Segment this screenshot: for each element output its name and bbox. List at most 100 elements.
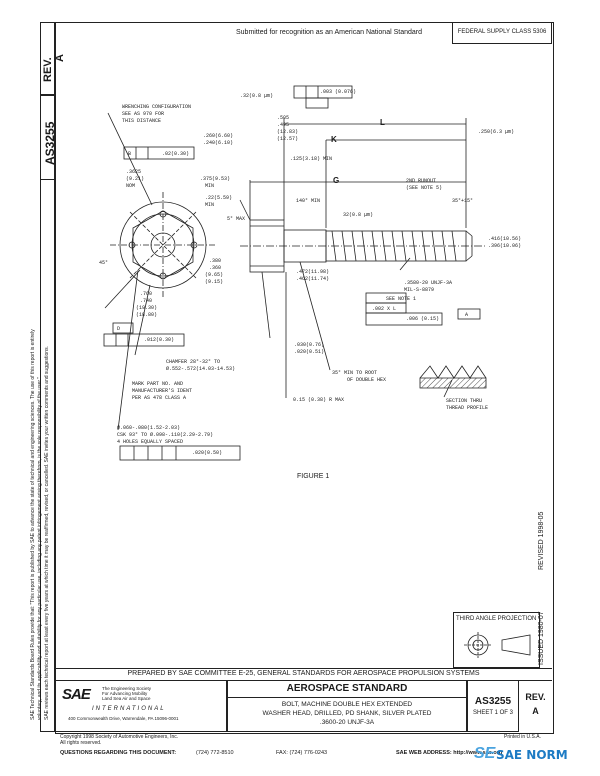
dim-965: (9.65)	[205, 272, 224, 278]
dim-3625: .3625	[126, 169, 142, 175]
root-note-1: 35° MIN TO ROOT	[332, 370, 378, 376]
submitted-notice: Submitted for recognition as an American…	[236, 29, 422, 36]
runout-note-2: (SEE NOTE 5)	[406, 185, 443, 191]
hole-note-3: 4 HOLES EQUALLY SPACED	[117, 439, 184, 445]
radius-note: 0.15 (0.38) R MAX	[293, 397, 345, 403]
dim-1880: (18.80)	[136, 312, 158, 318]
rights: All rights reserved.	[60, 740, 102, 746]
sheet-number: SHEET 1 OF 3	[473, 710, 513, 716]
position-tol: .020(0.50)	[192, 450, 223, 456]
dim-416: .416(10.56)	[488, 236, 522, 242]
dim-260: .260(6.60)	[203, 133, 234, 139]
datum-d: D	[117, 326, 121, 332]
dim-740: .740	[140, 298, 153, 304]
chamfer-note-1: CHAMFER 28°-32° TO	[166, 359, 221, 365]
sidebar-doc-box	[40, 95, 55, 180]
wrenching-config-3: THIS DISTANCE	[122, 118, 162, 124]
marking-note-3: PER AS 478 CLASS A	[132, 395, 187, 401]
dim-915: (9.15)	[205, 279, 224, 285]
projection-box	[453, 612, 540, 668]
part-title-line-1: BOLT, MACHINE DOUBLE HEX EXTENDED	[281, 701, 413, 708]
datum-b: B	[128, 151, 132, 157]
fcf-012: .012(0.30)	[144, 337, 175, 343]
sae-international: INTERNATIONAL	[92, 706, 166, 712]
dim-1257: (12.57)	[277, 136, 299, 142]
straightness: .002 X L	[372, 306, 397, 312]
hole-note-1: Ø.060-.080(1.52-2.03)	[117, 425, 181, 431]
chamfer-note-2: Ø.552-.572(14.03-14.53)	[166, 366, 236, 372]
printed-in: Printed in U.S.A.	[504, 734, 541, 740]
standard-heading: AEROSPACE STANDARD	[286, 683, 408, 694]
dim-380: .380	[209, 258, 222, 264]
angle-140: 140° MIN	[296, 198, 321, 204]
phone: (724) 772-8510	[196, 750, 234, 756]
web-address: SAE WEB ADDRESS: http://www.sae.org	[396, 750, 503, 756]
sae-logo-box	[55, 680, 227, 732]
marking-note-1: MARK PART NO. AND	[132, 381, 184, 387]
sae-tagline: The Engineering Society For Advancing Mo…	[102, 686, 152, 701]
questions-label: QUESTIONS REGARDING THIS DOCUMENT:	[60, 750, 177, 756]
dim-375-min: MIN	[205, 183, 215, 189]
dim-921: (9.21)	[126, 176, 145, 182]
dim-22: .22(5.59)	[205, 195, 233, 201]
sidebar-rev-box	[40, 22, 55, 95]
sae-address: 400 Commonwealth Drive, Warrendale, PA 1…	[68, 716, 179, 721]
dim-l: L	[380, 118, 385, 127]
marking-note-2: MANUFACTURER'S IDENT	[132, 388, 193, 394]
dim-030: .030(0.76)	[294, 342, 325, 348]
dim-22-min: MIN	[205, 202, 215, 208]
sae-norm-watermark: SAE NORM	[496, 748, 568, 762]
figure-caption: FIGURE 1	[297, 473, 330, 480]
prepared-by: PREPARED BY SAE COMMITTEE E-25, GENERAL …	[127, 670, 480, 677]
copyright: Copyright 1998 Society of Automotive Eng…	[60, 734, 179, 740]
dim-396: .396(10.06)	[488, 243, 522, 249]
projection-symbol	[464, 632, 531, 658]
wrenching-config-1: WRENCHING CONFIGURATION	[122, 104, 192, 110]
angle-35: 35°+15°	[452, 198, 474, 204]
title-box	[227, 680, 467, 732]
see-note-1: SEE NOTE 1	[386, 296, 417, 302]
surface-finish-right: .250(6.3 μm)	[478, 129, 515, 135]
federal-supply-class-box	[452, 22, 552, 44]
angle-45: 45°	[99, 260, 109, 266]
dim-020: .020(0.51)	[294, 349, 325, 355]
fcf-02: .02(0.30)	[162, 151, 190, 157]
root-note-2: OF DOUBLE HEX	[347, 377, 387, 383]
drawing-frame	[55, 22, 554, 734]
section-note-1: SECTION THRU	[446, 398, 483, 404]
dim-375: .375(9.53)	[200, 176, 231, 182]
thread-spec: .3580-20 UNJF-3A	[404, 280, 453, 286]
dim-1283: (12.83)	[277, 129, 299, 135]
title-rev-value: A	[532, 706, 539, 716]
dim-760: .760	[140, 291, 153, 297]
dim-505: .505	[277, 115, 290, 121]
dim-g: G	[333, 176, 340, 185]
dim-1930: (19.30)	[136, 305, 158, 311]
part-title: BOLT, MACHINE DOUBLE HEX EXTENDED WASHER…	[227, 700, 467, 727]
dim-360: .360	[209, 265, 222, 271]
dim-125-min: .125(3.18) MIN	[290, 156, 333, 162]
projection-label: THIRD ANGLE PROJECTION	[456, 616, 537, 622]
section-note-2: THREAD PROFILE	[446, 405, 489, 411]
hole-note-2: CSK 93° TO Ø.098-.110(2.29-2.79)	[117, 432, 214, 438]
doc-number-box	[467, 680, 519, 732]
dim-495: .495	[277, 122, 290, 128]
thread-mil-spec: MIL-S-8879	[404, 287, 435, 293]
watermark-logo-icon: SE	[474, 745, 496, 762]
federal-supply-class: FEDERAL SUPPLY CLASS 5306	[457, 29, 547, 35]
doc-number: AS3255	[474, 696, 512, 707]
dim-240: .240(6.10)	[203, 140, 234, 146]
fax: FAX: (724) 776-0243	[276, 750, 328, 756]
title-rev-label: REV.	[525, 692, 546, 702]
datum-a: A	[465, 312, 469, 318]
fcf-006: .006 (0.15)	[406, 316, 440, 322]
thread-profile	[419, 365, 487, 379]
runout-tol: .003 (0.076)	[320, 89, 357, 95]
dim-k: K	[331, 135, 337, 144]
dim-462: .462(11.74)	[296, 276, 330, 282]
runout-note: 2ND RUNOUT	[406, 178, 437, 184]
surface-finish-mid: 32(0.8 μm)	[343, 212, 374, 218]
angle-5: 5° MAX	[227, 216, 246, 222]
sae-logo: SAE	[62, 686, 91, 703]
